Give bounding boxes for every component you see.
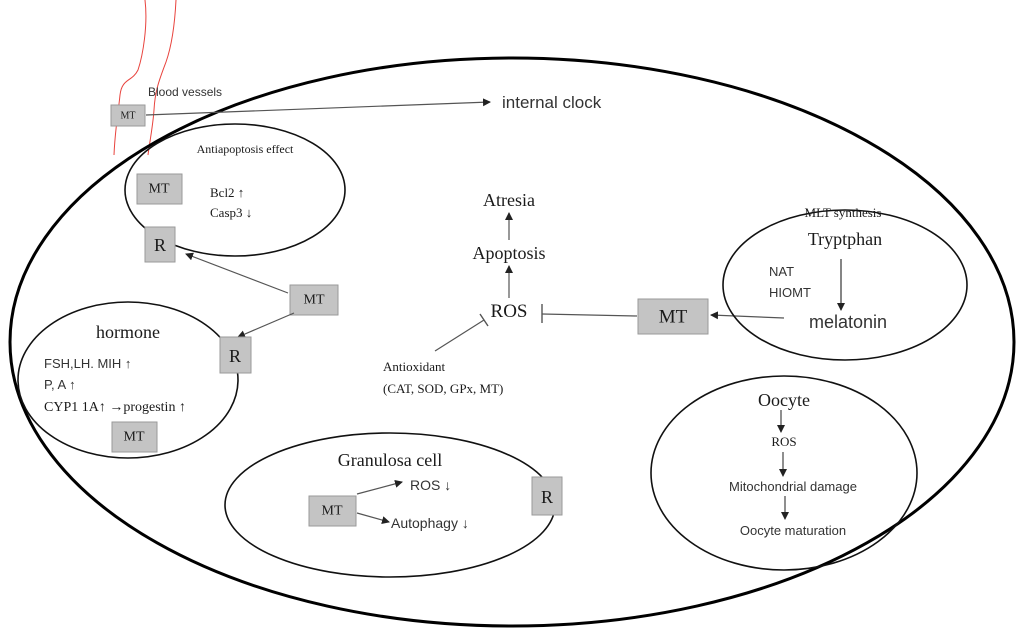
arrow-mt-to-antiapoptosis-r [185, 252, 289, 294]
hormone-title: hormone [96, 322, 160, 342]
arrow-mt-to-hormone-r [237, 312, 295, 338]
vessel-left [113, 0, 147, 156]
oocyte-step-mito: Mitochondrial damage [729, 479, 857, 494]
mt-box-hormone [111, 421, 158, 453]
mt-label-synthesis: MT [659, 307, 688, 328]
arrow-melatonin-to-mt [710, 311, 785, 320]
granulosa-title: Granulosa cell [338, 450, 442, 470]
antiapoptosis-title: Antiapoptosis effect [197, 142, 294, 156]
internal-clock-label: internal clock [502, 93, 602, 112]
blood-vessels [113, 0, 177, 156]
mt-box-antiapoptosis [136, 173, 183, 205]
hormone-line-fsh: FSH,LH. MIH ↑ [44, 356, 131, 371]
oocyte-title: Oocyte [758, 390, 810, 410]
mt-label-antiapoptosis: MT [149, 182, 170, 197]
antiapoptosis-ellipse [124, 123, 346, 257]
mt-label-hormone: MT [124, 430, 145, 445]
oocyte-step-ros: ROS [771, 434, 796, 449]
inhibit-antioxidant-ros-bar [479, 313, 489, 327]
mt-label-vessel: MT [121, 111, 136, 122]
hormone-line-pa: P, A ↑ [44, 377, 76, 392]
receptor-label-hormone: R [229, 346, 241, 366]
melatonin-label: melatonin [809, 312, 887, 332]
antioxidant-list: (CAT, SOD, GPx, MT) [383, 381, 503, 396]
granulosa-autophagy-effect: Autophagy ↓ [391, 515, 469, 531]
follicle-outline [8, 56, 1016, 628]
hormone-ellipse [17, 301, 239, 459]
arrow-mt-to-autophagy [356, 512, 390, 524]
bcl2-label: Bcl2 ↑ [210, 185, 244, 200]
blood-vessels-label: Blood vessels [148, 85, 222, 99]
receptor-label-antiapoptosis: R [154, 235, 166, 255]
oocyte-ellipse [650, 375, 918, 571]
receptor-box-antiapoptosis [144, 226, 176, 263]
granulosa-ros-effect: ROS ↓ [410, 477, 451, 493]
mlt-synthesis-title: MLT synthesis [805, 205, 882, 220]
tryptophan-label: Tryptphan [808, 229, 882, 249]
receptor-label-granulosa: R [541, 487, 553, 507]
casp3-label: Casp3 ↓ [210, 205, 252, 220]
mlt-synthesis-ellipse [722, 209, 968, 361]
antioxidant-label: Antioxidant [383, 359, 445, 374]
hiomt-label: HIOMT [769, 285, 811, 300]
nat-label: NAT [769, 264, 794, 279]
oocyte-step-maturation: Oocyte maturation [740, 523, 846, 538]
mt-box-vessel [110, 104, 146, 127]
mt-box-granulosa [308, 495, 357, 527]
atresia-label: Atresia [483, 190, 535, 210]
mt-box-central [289, 284, 339, 316]
vessel-right [147, 0, 177, 156]
hormone-line-cyp: CYP1 1A↑ →progestin ↑ [44, 400, 186, 415]
arrow-to-internal-clock [145, 98, 491, 116]
inhibit-antioxidant-ros-line [434, 319, 485, 352]
apoptosis-label: Apoptosis [472, 243, 545, 263]
arrow-mt-to-ros [356, 479, 403, 495]
mt-label-central: MT [304, 293, 325, 308]
ros-label: ROS [491, 301, 528, 322]
receptor-box-hormone [219, 336, 252, 374]
mt-box-synthesis [637, 298, 709, 335]
mt-label-granulosa: MT [322, 504, 343, 519]
inhibit-mt-ros-line [541, 313, 638, 317]
receptor-box-granulosa [531, 476, 563, 516]
